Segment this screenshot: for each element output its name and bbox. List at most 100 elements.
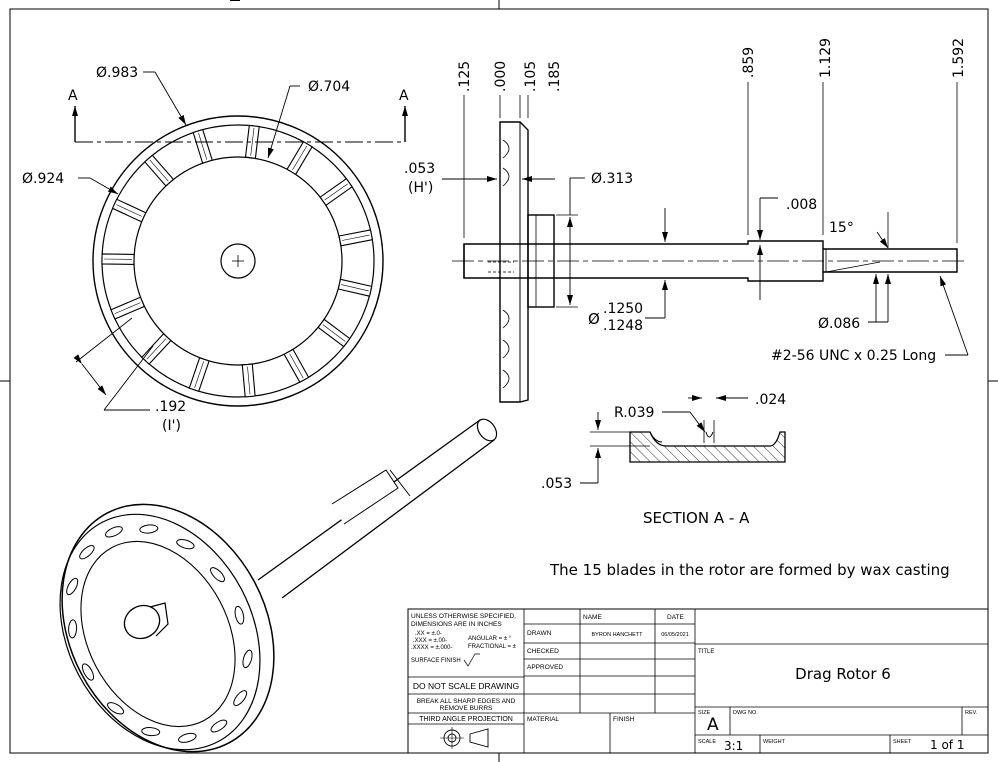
note-line-2: DIMENSIONS ARE IN INCHES bbox=[411, 621, 502, 628]
dim-dia-924: Ø.924 bbox=[22, 171, 64, 187]
col-date: DATE bbox=[667, 614, 685, 621]
dim-section-depth: .053 bbox=[541, 476, 572, 492]
break-edges-1: BREAK ALL SHARP EDGES AND bbox=[417, 698, 516, 705]
iso-blade bbox=[107, 702, 125, 715]
surface-finish-label: SURFACE FINISH bbox=[411, 658, 461, 664]
scale-label: SCALE bbox=[698, 739, 716, 745]
row-drawn: DRAWN bbox=[527, 630, 552, 637]
drawn-by-name: BYRON HANCHETT bbox=[591, 632, 643, 638]
iso-blades-group bbox=[66, 524, 253, 743]
drawing-title: Drag Rotor 6 bbox=[795, 665, 891, 683]
section-a-a: R.039 .024 .053 SECTION A - A bbox=[541, 392, 786, 527]
tol-xxx: .XXX = ±.00- bbox=[413, 638, 447, 644]
dim-section-radius: R.039 bbox=[614, 405, 654, 421]
dim-shaft-dia-lower: .1248 bbox=[603, 318, 643, 334]
iso-disc-outer bbox=[61, 503, 275, 753]
tol-fractional: FRACTIONAL = ± bbox=[468, 644, 517, 650]
blade-centerline bbox=[198, 132, 208, 160]
dim-dia-313: Ø.313 bbox=[591, 171, 633, 187]
isometric-view bbox=[59, 418, 498, 753]
cut-marker-left: A bbox=[68, 88, 78, 104]
break-edges-2: REMOVE BURRS bbox=[440, 705, 493, 712]
blade-centerline bbox=[116, 204, 142, 217]
note-line-1: UNLESS OTHERWISE SPECIFIED, bbox=[411, 613, 516, 620]
section-hatched-body bbox=[629, 431, 786, 463]
iso-blade bbox=[105, 526, 123, 538]
station-4: .859 bbox=[741, 47, 757, 78]
iso-blade bbox=[242, 649, 253, 669]
blade-centerline bbox=[322, 324, 346, 342]
iso-blade bbox=[210, 567, 225, 583]
third-angle-projection-icon bbox=[440, 727, 489, 749]
dim-shaft-dia-symbol: Ø bbox=[588, 310, 600, 328]
dim-section-width: .024 bbox=[755, 392, 786, 408]
blade-centerline bbox=[341, 234, 370, 241]
rim-outer-circle bbox=[92, 115, 384, 407]
iso-blade bbox=[233, 690, 248, 707]
thread-profile bbox=[823, 248, 958, 273]
do-not-scale: DO NOT SCALE DRAWING bbox=[413, 681, 519, 691]
dim-shaft-dia-upper: .1250 bbox=[603, 301, 643, 317]
dwg-no-label: DWG NO. bbox=[733, 710, 758, 716]
station-2: .105 bbox=[523, 61, 539, 92]
dim-blade-height-ref: (H') bbox=[408, 180, 433, 196]
iso-blade bbox=[66, 577, 79, 596]
dim-thread-minor-dia: Ø.086 bbox=[818, 316, 860, 332]
cut-marker-right: A bbox=[399, 88, 409, 104]
side-view: .125 .000 .105 .185 .859 1.129 1.592 .05… bbox=[404, 38, 969, 403]
dim-dia-983: Ø.983 bbox=[96, 65, 138, 81]
station-0: .125 bbox=[457, 61, 473, 92]
surface-finish-icon bbox=[463, 653, 480, 667]
blade-centerline bbox=[247, 366, 251, 395]
iso-blade bbox=[68, 619, 78, 639]
dim-blade-width: .192 bbox=[155, 399, 186, 415]
row-checked: CHECKED bbox=[527, 648, 559, 655]
blade-centerline bbox=[341, 284, 369, 292]
blade-centerline bbox=[146, 338, 167, 360]
dim-blade-height: .053 bbox=[404, 161, 435, 177]
tol-angular: ANGULAR = ± ° bbox=[468, 636, 512, 642]
iso-blade bbox=[178, 732, 197, 743]
blade-centerline bbox=[114, 302, 141, 314]
iso-blade bbox=[176, 538, 195, 550]
finish-label: FINISH bbox=[613, 716, 635, 723]
scale-value: 3:1 bbox=[724, 739, 743, 753]
station-6: 1.592 bbox=[951, 38, 967, 78]
dim-chamfer-angle: 15° bbox=[829, 220, 854, 236]
station-5: 1.129 bbox=[818, 38, 834, 78]
blade-centerline bbox=[324, 183, 348, 201]
blade-centerline bbox=[250, 127, 255, 156]
drawn-date: 06/05/2021 bbox=[661, 632, 689, 638]
iso-blade bbox=[81, 663, 95, 681]
rev-label: REV. bbox=[965, 710, 978, 716]
title-block: UNLESS OTHERWISE SPECIFIED, DIMENSIONS A… bbox=[407, 608, 989, 754]
size-label: SIZE bbox=[698, 710, 711, 716]
title-label: TITLE bbox=[698, 649, 714, 655]
dim-blade-width-ref: (I') bbox=[162, 418, 181, 434]
weight-label: WEIGHT bbox=[763, 739, 786, 745]
shaft-profile bbox=[463, 240, 824, 282]
station-1: .000 bbox=[493, 61, 509, 92]
col-name: NAME bbox=[583, 614, 602, 621]
tol-xx: .XX = ±.0- bbox=[415, 631, 442, 637]
sheet-size: A bbox=[707, 715, 719, 735]
blade-centerline bbox=[289, 353, 304, 379]
tol-xxxx: .XXXX = ±.000- bbox=[411, 645, 452, 651]
thread-callout: #2-56 UNC x 0.25 Long bbox=[771, 348, 936, 364]
blade-centerline bbox=[292, 145, 308, 171]
projection-label: THIRD ANGLE PROJECTION bbox=[419, 716, 513, 723]
station-3: .185 bbox=[547, 61, 563, 92]
material-label: MATERIAL bbox=[527, 716, 559, 723]
front-view: A A Ø.983 Ø.704 Ø.924 .192 (I') bbox=[22, 65, 409, 434]
iso-blade bbox=[79, 545, 95, 560]
iso-blade bbox=[210, 719, 228, 733]
sheet-number: 1 of 1 bbox=[930, 738, 964, 752]
shaft-circle bbox=[220, 243, 256, 279]
sheet-label: SHEET bbox=[893, 739, 912, 745]
row-approved: APPROVED bbox=[527, 664, 563, 671]
blades-group bbox=[101, 124, 374, 398]
blade-centerline bbox=[149, 159, 169, 182]
dim-dia-704: Ø.704 bbox=[308, 79, 350, 95]
blade-centerline bbox=[194, 361, 204, 388]
